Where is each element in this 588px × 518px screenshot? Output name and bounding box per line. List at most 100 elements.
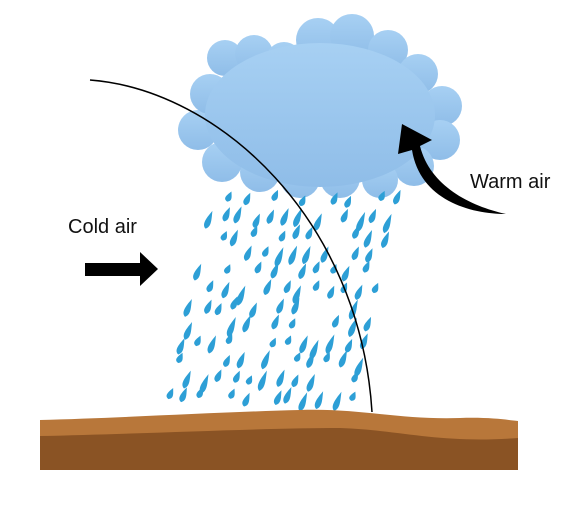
raindrop-icon (254, 261, 262, 274)
raindrop-icon (363, 230, 373, 248)
raindrop-icon (230, 296, 238, 310)
raindrop-icon (214, 369, 222, 382)
raindrop-icon (250, 225, 258, 237)
raindrop-icon (236, 351, 245, 369)
raindrop-icon (280, 208, 289, 226)
raindrop-icon (243, 245, 252, 261)
raindrop-icon (351, 246, 359, 261)
raindrop-icon (204, 299, 212, 314)
front-boundary-line (89, 79, 373, 413)
raindrop-icon (284, 335, 292, 345)
raindrop-icon (302, 245, 311, 265)
raindrop-icon (292, 285, 301, 304)
raindrop-icon (306, 374, 315, 392)
raindrop-icon (344, 338, 353, 353)
raindrop-icon (393, 189, 401, 205)
raindrop-icon (293, 352, 301, 362)
raindrop-icon (352, 224, 360, 239)
raindrop-icon (204, 210, 213, 229)
raindrop-icon (252, 213, 260, 228)
raindrop-icon (225, 191, 232, 202)
raindrop-icon (183, 321, 193, 340)
raindrop-icon (283, 280, 291, 294)
raindrop-icon (276, 369, 285, 387)
raindrop-icon (271, 189, 279, 201)
raindrop-icon (332, 314, 339, 328)
curved-up-arrow-icon (398, 124, 506, 214)
raindrop-icon (176, 352, 183, 364)
raindrop-icon (338, 350, 347, 368)
raindrop-icon (262, 246, 269, 257)
raindrop-icon (298, 195, 306, 207)
raindrop-icon (233, 370, 240, 383)
raindrop-icon (381, 231, 390, 248)
raindrop-icon (291, 374, 299, 388)
raindrop-icon (348, 317, 357, 338)
raindrop-icon (243, 192, 251, 206)
raindrop-icon (327, 285, 335, 299)
raindrop-icon (249, 302, 257, 318)
raindrop-icon (341, 265, 350, 282)
raindrop-icon (344, 195, 352, 208)
raindrop-icon (223, 354, 230, 367)
raindrop-icon (166, 388, 174, 400)
raindrop-icon (274, 247, 284, 267)
cloud-icon (178, 14, 462, 198)
raindrop-icon (266, 209, 274, 224)
raindrop-icon (228, 388, 235, 399)
raindrop-icon (176, 338, 185, 355)
raindrop-icon (312, 280, 320, 291)
raindrop-icon (313, 213, 322, 232)
raindrop-icon (323, 352, 330, 363)
raindrop-icon (229, 229, 238, 247)
raindrop-icon (292, 224, 300, 240)
raindrop-icon (298, 392, 308, 412)
raindrop-icon (288, 245, 298, 265)
raindrop-icon (348, 299, 358, 320)
raindrop-icon (283, 387, 292, 404)
raindrop-icon (224, 264, 231, 274)
warm-air-label: Warm air (470, 171, 551, 193)
raindrop-icon (226, 316, 236, 337)
raindrop-icon (382, 213, 392, 234)
raindrop-icon (206, 280, 214, 293)
raindrop-icon (362, 260, 370, 273)
raindrop-icon (298, 263, 307, 280)
ground-icon (40, 409, 518, 470)
raindrop-icon (236, 285, 246, 306)
raindrop-icon (261, 350, 270, 370)
raindrop-icon (182, 370, 191, 389)
raindrop-icon (354, 284, 363, 300)
rain-group (166, 189, 401, 412)
raindrop-icon (288, 318, 296, 329)
raindrop-icon (299, 335, 308, 354)
raindrop-icon (242, 392, 250, 407)
raindrop-icon (269, 337, 276, 348)
raindrop-icon (378, 190, 385, 201)
raindrop-icon (349, 391, 356, 401)
raindrop-icon (222, 207, 230, 222)
raindrop-icon (330, 192, 338, 205)
raindrop-icon (271, 314, 279, 330)
raindrop-icon (314, 391, 324, 410)
raindrop-icon (312, 261, 320, 274)
raindrop-icon (351, 371, 358, 383)
raindrop-icon (291, 297, 300, 315)
raindrop-icon (293, 208, 302, 228)
raindrop-icon (305, 226, 313, 240)
raindrop-icon (196, 386, 204, 399)
raindrop-icon (193, 263, 202, 281)
raindrop-icon (263, 279, 272, 295)
raindrop-icon (220, 231, 228, 241)
raindrop-icon (242, 315, 251, 333)
raindrop-icon (179, 387, 187, 403)
raindrop-icon (183, 299, 192, 317)
raindrop-icon (332, 391, 342, 411)
raindrop-icon (245, 375, 253, 385)
raindrop-icon (194, 335, 201, 347)
raindrop-icon (273, 390, 282, 405)
raindrop-icon (276, 298, 284, 314)
raindrop-icon (325, 334, 335, 354)
raindrop-icon (221, 281, 230, 299)
